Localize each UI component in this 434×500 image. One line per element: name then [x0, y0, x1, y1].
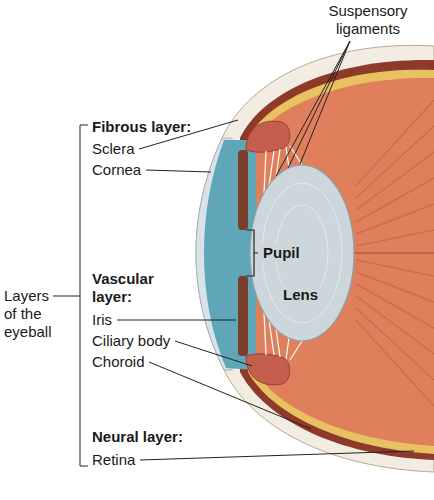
- iris: [238, 150, 248, 230]
- striation: [356, 320, 434, 406]
- ligament: [290, 341, 302, 360]
- striation: [356, 284, 434, 328]
- ligament: [286, 338, 289, 359]
- striation: [356, 296, 434, 354]
- lens-ring: [262, 183, 342, 323]
- group-label: Layers of the eyeball: [4, 287, 56, 341]
- midline: [354, 252, 434, 254]
- ligament: [264, 312, 266, 355]
- part-label: Choroid: [92, 353, 145, 371]
- striation: [356, 100, 434, 186]
- striation: [356, 126, 434, 198]
- ciliary-body: [246, 354, 290, 385]
- part-label: Cornea: [92, 161, 141, 179]
- striation: [356, 204, 434, 234]
- layer-heading: Fibrous layer:: [92, 118, 191, 136]
- striation: [356, 152, 434, 210]
- part-label: Suspensory ligaments: [318, 2, 418, 38]
- choroid: [240, 60, 434, 460]
- layers-bracket: [53, 125, 88, 466]
- leader-line: [288, 41, 350, 168]
- part-label: Lens: [281, 286, 320, 304]
- part-label: Pupil: [261, 244, 302, 262]
- aqueous-humor: [204, 140, 256, 370]
- ligament: [264, 151, 266, 194]
- leader-line: [146, 170, 211, 172]
- leader-line: [276, 41, 350, 176]
- leader-line: [140, 451, 414, 460]
- layer-heading: Neural layer:: [92, 428, 183, 446]
- iris: [238, 276, 248, 356]
- striation: [356, 178, 434, 222]
- lens: [250, 165, 354, 341]
- ciliary-body: [246, 121, 290, 152]
- pupil-bracket: [246, 230, 258, 276]
- striation: [356, 308, 434, 380]
- leader-line: [175, 341, 252, 366]
- part-label: Iris: [92, 311, 112, 329]
- leader-line: [149, 362, 311, 429]
- part-label: Ciliary body: [92, 332, 170, 350]
- ligament: [290, 146, 302, 165]
- sclera: [196, 45, 434, 472]
- striation: [356, 260, 434, 276]
- part-label: Sclera: [92, 140, 135, 158]
- part-label: Retina: [92, 451, 135, 469]
- striation: [356, 230, 434, 246]
- leader-line: [300, 41, 350, 164]
- leader-line: [117, 320, 236, 321]
- striation: [356, 272, 434, 302]
- leader-lines: [117, 41, 414, 460]
- layer-heading: Vascular layer:: [92, 270, 172, 306]
- ligament: [276, 329, 280, 357]
